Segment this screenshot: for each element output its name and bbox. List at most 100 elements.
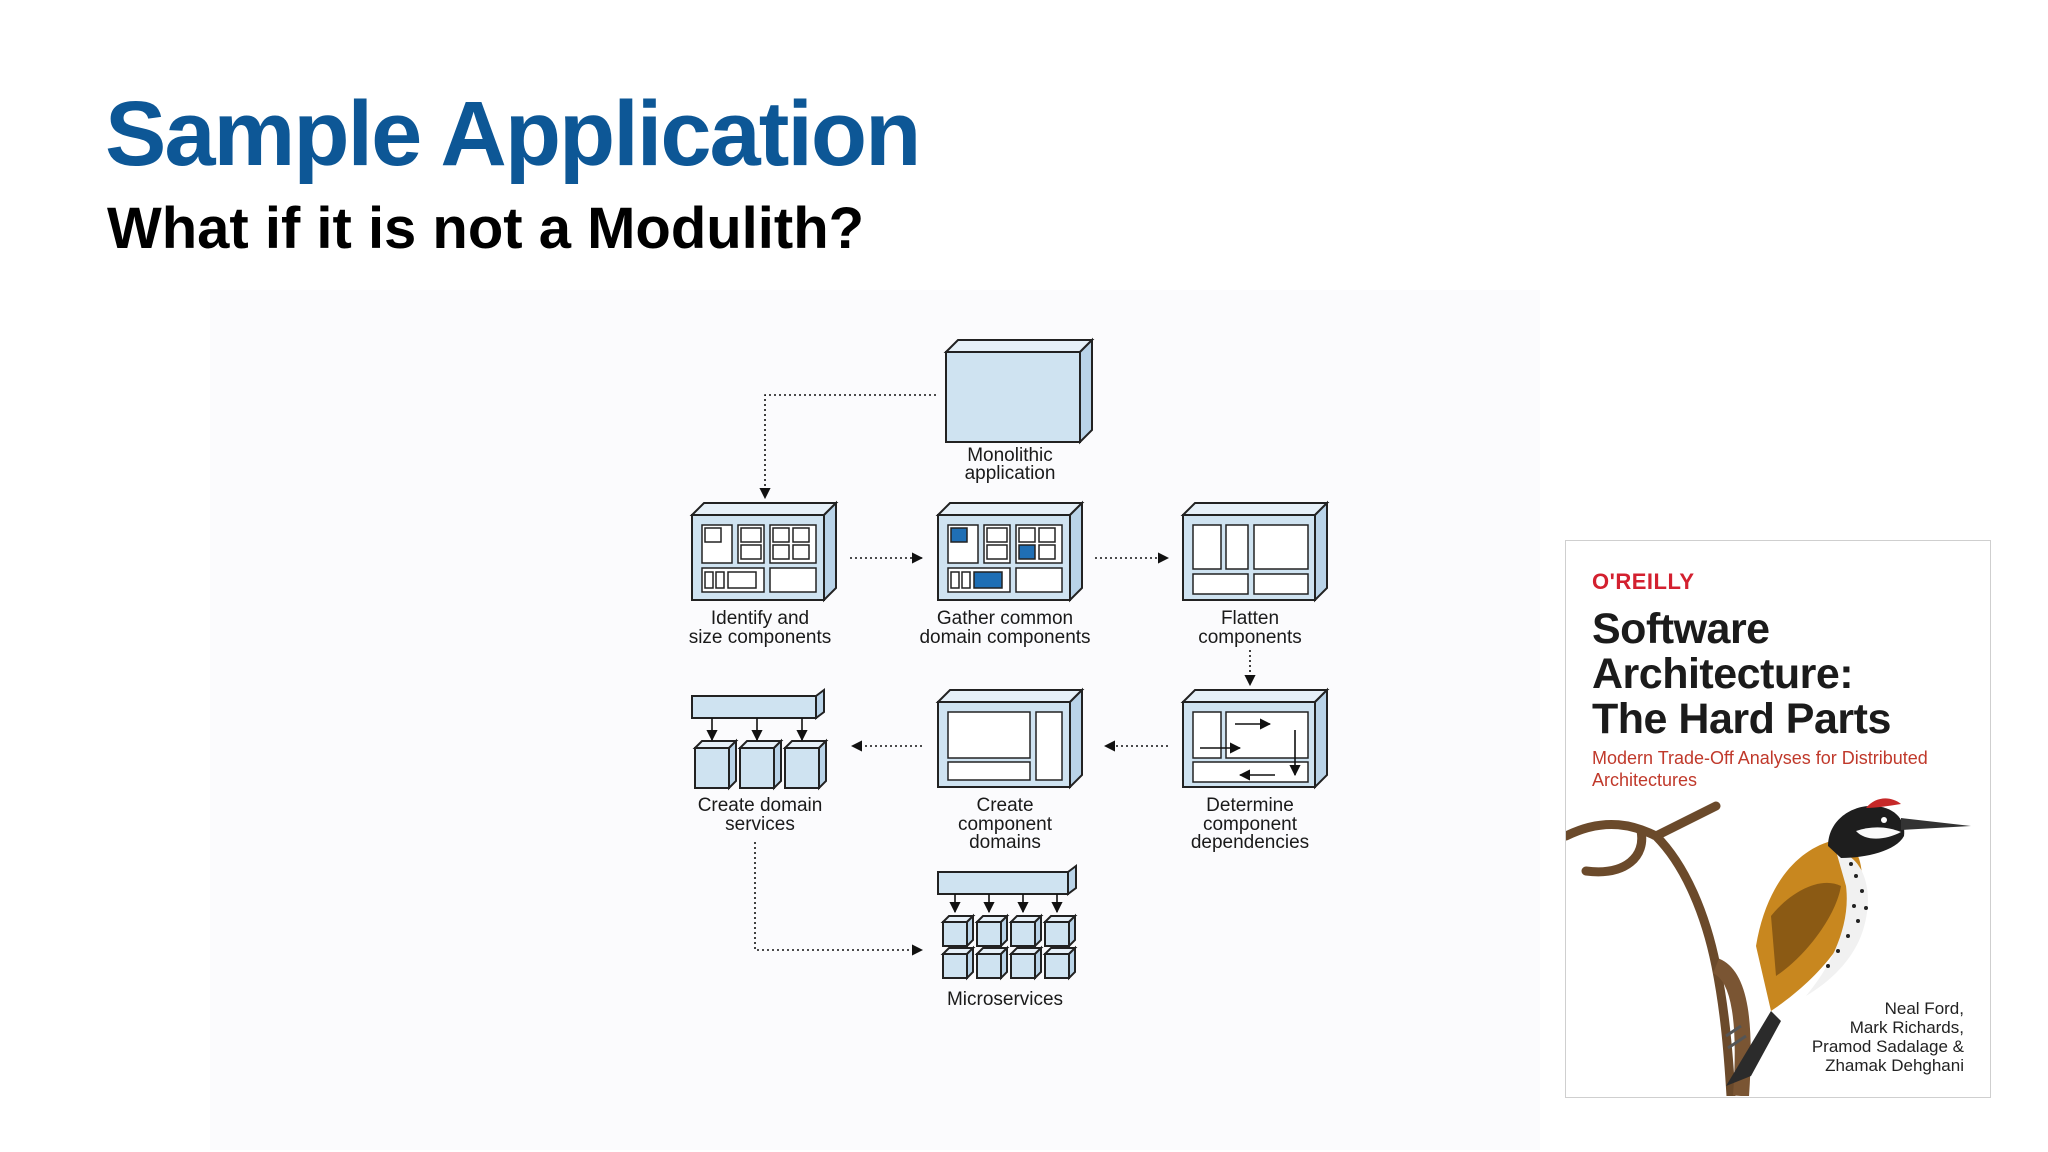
- label-create-component-domains-line-2: component: [958, 814, 1053, 835]
- label-monolith-line-1: Monolithic: [967, 445, 1053, 466]
- label-identify-line-1: Identify and: [711, 608, 809, 629]
- label-monolith-line-2: application: [965, 463, 1056, 484]
- component-rect: [961, 571, 971, 589]
- migration-diagram: Monolithic application Identify and size…: [689, 337, 1330, 1010]
- api-layer-bar-side: [815, 688, 825, 720]
- book-title-line-1: Software: [1592, 605, 1770, 653]
- highlighted-component: [950, 527, 968, 543]
- label-gather: Gather common domain components: [919, 608, 1090, 648]
- component-rect: [1038, 527, 1056, 543]
- label-determine-line-2: component: [1203, 814, 1298, 835]
- label-gather-line-1: Gather common: [937, 608, 1073, 629]
- microservice-bottom-1-front: [942, 953, 968, 979]
- component-rect: [727, 571, 757, 589]
- component-rect: [792, 544, 810, 560]
- component-rect: [1192, 711, 1222, 759]
- label-flatten: Flatten components: [1198, 608, 1302, 648]
- monolith-box-front: [945, 351, 1081, 443]
- component-rect: [740, 527, 762, 543]
- label-identify: Identify and size components: [689, 608, 832, 648]
- book-title: Software Architecture: The Hard Parts: [1592, 607, 1891, 742]
- component-rect: [1038, 544, 1056, 560]
- book-author-1: Neal Ford,: [1884, 999, 1964, 1018]
- identify-box-top: [689, 502, 839, 516]
- slide-subtitle: What if it is not a Modulith?: [107, 196, 865, 261]
- microservices-api-bar-side: [1067, 864, 1077, 896]
- component-rect: [1015, 567, 1063, 593]
- domain-service-2-front: [739, 747, 775, 789]
- domain-service-3-side: [818, 738, 827, 791]
- flatten-box-side: [1314, 500, 1328, 603]
- component-rect: [1225, 524, 1249, 570]
- component-rect: [950, 571, 960, 589]
- determine-box-top: [1180, 689, 1330, 703]
- microservice-bottom-4-front: [1044, 953, 1070, 979]
- component-rect: [986, 544, 1008, 560]
- microservice-bottom-3-front: [1010, 953, 1036, 979]
- component-rect: [740, 544, 762, 560]
- flatten-box-top: [1180, 502, 1330, 516]
- component-rect: [704, 527, 722, 543]
- gather-box-top: [935, 502, 1085, 516]
- label-create-domain-services-line-1: Create domain: [698, 795, 823, 816]
- component-rect: [1253, 573, 1309, 595]
- microservice-top-3-front: [1010, 921, 1036, 947]
- identify-box-side: [823, 500, 837, 603]
- microservice-top-1-front: [942, 921, 968, 947]
- label-monolith: Monolithic application: [965, 445, 1056, 484]
- flow-monolith-to-identify: [759, 394, 936, 500]
- book-author-4: Zhamak Dehghani: [1825, 1056, 1964, 1075]
- domain-service-1-front: [694, 747, 730, 789]
- component-rect: [1035, 711, 1063, 781]
- gather-box-side: [1069, 500, 1083, 603]
- component-rect: [947, 711, 1031, 759]
- determine-box-side: [1314, 687, 1328, 790]
- component-rect: [1192, 524, 1222, 570]
- label-create-domain-services: Create domain services: [698, 795, 823, 835]
- book-title-line-3: The Hard Parts: [1592, 695, 1891, 743]
- label-gather-line-2: domain components: [919, 627, 1090, 648]
- monolith-box-top: [943, 339, 1095, 353]
- component-rect: [1192, 761, 1309, 783]
- woodpecker-illustration: [1566, 798, 1971, 1096]
- flow-services-to-microservices: [754, 842, 924, 956]
- component-rect: [986, 527, 1008, 543]
- component-rect: [792, 527, 810, 543]
- component-rect: [715, 571, 725, 589]
- diagram-shapes: [689, 337, 1330, 981]
- book-publisher-logo: O'REILLY: [1592, 569, 1695, 594]
- api-layer-bar: [691, 695, 817, 719]
- diagram-panel: Monolithic application Identify and size…: [210, 290, 1540, 1150]
- label-create-domain-services-line-2: services: [725, 814, 795, 835]
- label-identify-line-2: size components: [689, 627, 832, 648]
- label-microservices-line-1: Microservices: [947, 989, 1063, 1010]
- domain-service-2-side: [773, 738, 782, 791]
- domain-service-3-front: [784, 747, 820, 789]
- label-create-component-domains-line-1: Create: [976, 795, 1033, 816]
- highlighted-component: [1018, 544, 1036, 560]
- microservice-top-2-front: [976, 921, 1002, 947]
- book-title-line-2: Architecture:: [1592, 650, 1854, 698]
- label-create-component-domains-line-3: domains: [969, 832, 1041, 853]
- highlighted-component: [973, 571, 1003, 589]
- component-rect: [1253, 524, 1309, 570]
- label-flatten-line-2: components: [1198, 627, 1302, 648]
- book-author-3: Pramod Sadalage &: [1811, 1037, 1964, 1056]
- label-determine: Determine component dependencies: [1191, 795, 1309, 853]
- label-determine-line-3: dependencies: [1191, 832, 1309, 853]
- slide-title: Sample Application: [105, 83, 921, 185]
- component-rect: [772, 544, 790, 560]
- component-domains-box-side: [1069, 687, 1083, 790]
- label-create-component-domains: Create component domains: [958, 795, 1053, 853]
- label-flatten-line-1: Flatten: [1221, 608, 1279, 629]
- component-rect: [769, 567, 817, 593]
- book-authors: Neal Ford, Mark Richards, Pramod Sadalag…: [1812, 999, 1964, 1075]
- microservice-bottom-2-front: [976, 953, 1002, 979]
- component-rect: [772, 527, 790, 543]
- label-microservices: Microservices: [947, 989, 1063, 1010]
- component-domains-box-top: [935, 689, 1085, 703]
- component-rect: [1018, 527, 1036, 543]
- book-subtitle: Modern Trade-Off Analyses for Distribute…: [1592, 748, 1928, 790]
- label-determine-line-1: Determine: [1206, 795, 1294, 816]
- component-rect: [947, 761, 1031, 781]
